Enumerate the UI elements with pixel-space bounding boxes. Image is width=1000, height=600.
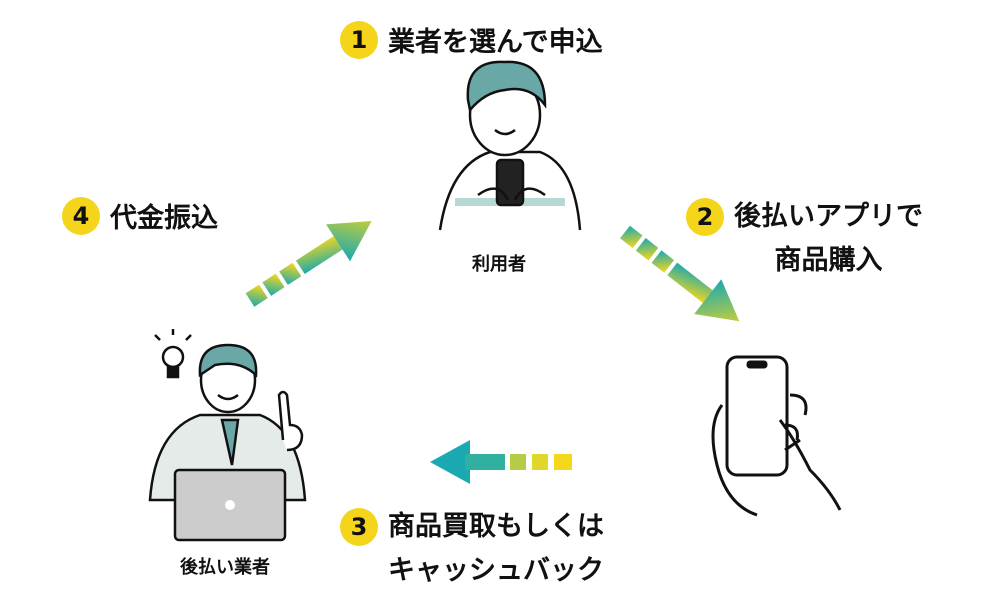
arrow-phone-to-vendor [430, 440, 572, 484]
step-1: 1 業者を選んで申込 [340, 20, 603, 59]
step-number-badge: 3 [340, 508, 378, 546]
step-2: 2 後払いアプリで 商品購入 [686, 195, 923, 283]
arrow-user-to-phone [620, 225, 740, 322]
step-2-text-line-1: 後払いアプリで [734, 201, 923, 232]
step-3-text-line-1: 商品買取もしくは [388, 511, 604, 542]
user-illustration [438, 60, 582, 231]
step-2-text-line-2: 商品購入 [774, 245, 883, 276]
step-number-badge: 1 [340, 20, 378, 59]
step-number-badge: 2 [686, 198, 724, 236]
vendor-illustration [148, 329, 307, 542]
step-4: 4 代金振込 [62, 196, 218, 235]
step-3-text-line-2: キャッシュバック [388, 555, 604, 586]
phone-illustration [711, 355, 842, 517]
vendor-label: 後払い業者 [180, 557, 270, 578]
step-4-text: 代金振込 [110, 203, 218, 234]
step-number-badge: 4 [62, 196, 100, 235]
user-label: 利用者 [472, 254, 526, 275]
step-3: 3 商品買取もしくは キャッシュバック [340, 505, 604, 593]
step-1-text: 業者を選んで申込 [388, 27, 603, 58]
arrow-vendor-to-user [245, 221, 372, 307]
